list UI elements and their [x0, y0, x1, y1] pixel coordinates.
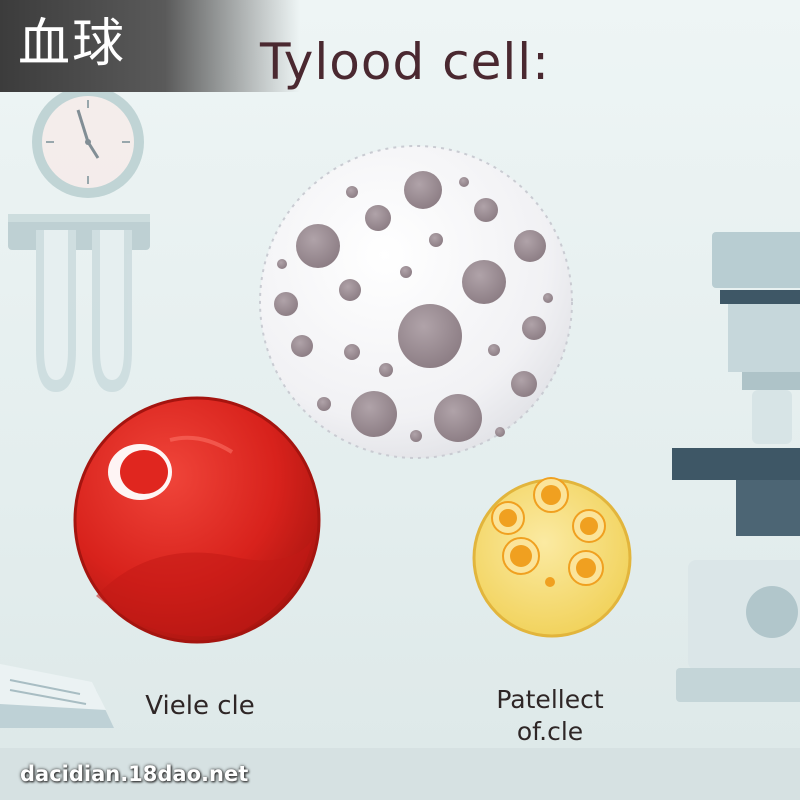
white-blood-cell	[259, 145, 573, 459]
red-blood-cell-label: Viele cle	[145, 691, 255, 721]
platelet-label: Patellect of.cle	[450, 684, 650, 748]
platelet-label-line1: Patellect	[496, 685, 604, 714]
microscope-icon	[672, 232, 800, 702]
red-blood-cell	[73, 396, 321, 644]
platelet	[472, 477, 632, 638]
clock-icon	[32, 86, 144, 198]
dictionary-badge: 血球	[0, 0, 300, 92]
badge-text: 血球	[18, 14, 127, 74]
platelet-granules	[491, 477, 606, 587]
test-tube-rack-icon	[8, 214, 150, 392]
platelet-label-line2: of.cle	[516, 717, 584, 746]
notebook-icon	[0, 664, 114, 728]
page-title: Tylood cell:	[260, 33, 550, 91]
watermark: dacidian.18dao.net	[20, 762, 249, 786]
